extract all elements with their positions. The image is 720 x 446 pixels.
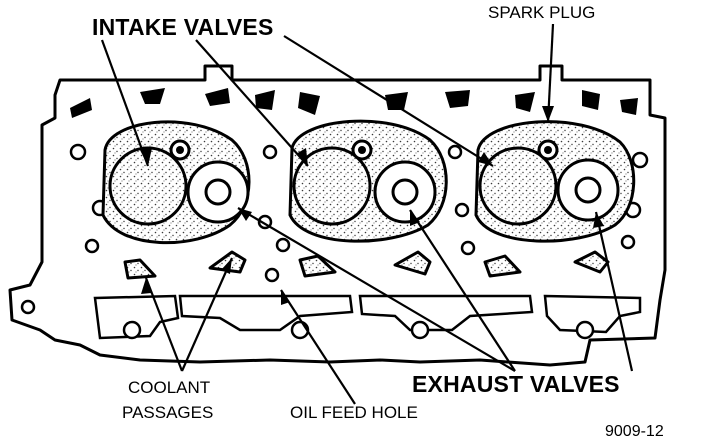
leader-lines: [100, 23, 634, 405]
intake-valves-label: INTAKE VALVES: [92, 14, 274, 40]
spark-plug-label: SPARK PLUG: [488, 3, 596, 22]
arrow-heads: [140, 106, 604, 305]
figure-code-label: 9009-12: [605, 423, 664, 440]
oil-feed-hole-label: OIL FEED HOLE: [290, 403, 418, 422]
head-bolt-bosses: [70, 88, 638, 118]
exhaust-valves-label: EXHAUST VALVES: [412, 371, 620, 397]
chamber-3: [474, 120, 636, 243]
coolant-label-line2: PASSAGES: [122, 403, 214, 422]
small-holes: [20, 143, 649, 315]
chamber-1: [101, 120, 251, 245]
chamber-2: [288, 119, 448, 243]
coolant-label-line1: COOLANT: [128, 378, 211, 397]
coolant-passage-shapes: [123, 250, 610, 280]
